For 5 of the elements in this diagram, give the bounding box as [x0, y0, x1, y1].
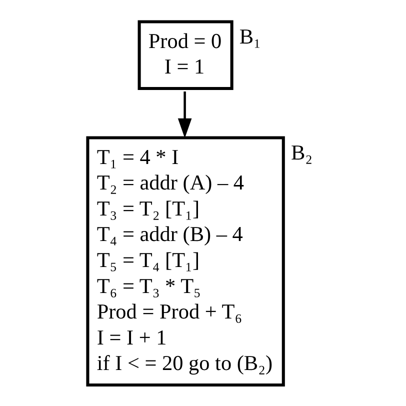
node-box: Prod = 0 I = 1	[138, 20, 234, 90]
node-label: B₁	[239, 24, 261, 48]
node-box: T₁ = 4 * I T₂ = addr (A) – 4 T₃ = T₂ [T₁] T₄ = addr (B) – 4 T₅ = T₄ [T₁] T₆ = T₃ * T₅ Prod = Prod + T₆ I = I + 1 if I < = 20 go to (B₂)	[86, 136, 285, 387]
arrow	[178, 92, 192, 138]
node-label: B₂	[290, 140, 313, 164]
